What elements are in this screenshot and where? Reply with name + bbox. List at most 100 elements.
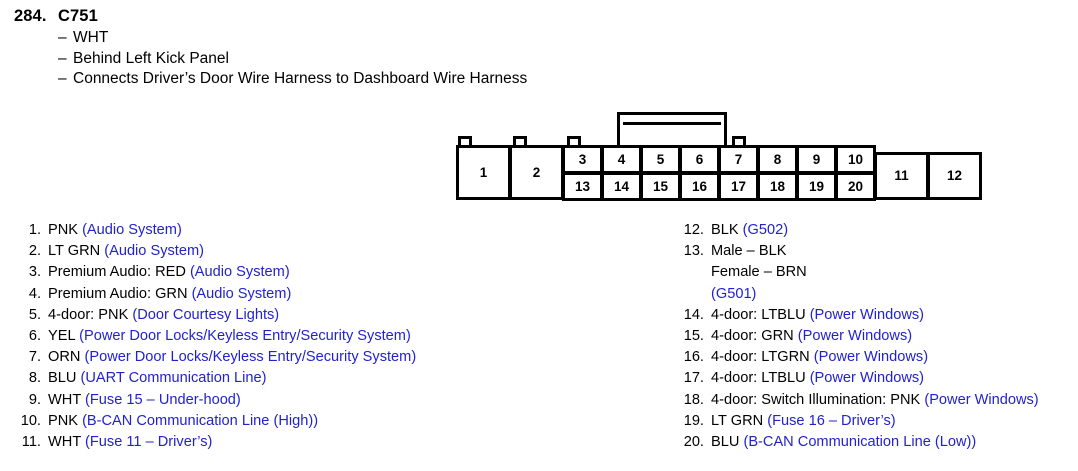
pin-number: 8.	[28, 370, 41, 387]
wire-color-code: 4-door: GRN	[711, 328, 798, 345]
pin-list-item: 8.BLU (UART Communication Line)	[16, 368, 656, 389]
connector-pin-9: 9	[796, 145, 837, 174]
connector-pin-7: 7	[718, 145, 759, 174]
connector-pin-20: 20	[835, 172, 876, 201]
circuit-reference: (Power Door Locks/Keyless Entry/Security…	[84, 349, 417, 366]
pin-number: 12.	[683, 222, 704, 238]
circuit-reference: (Power Door Locks/Keyless Entry/Security…	[79, 328, 411, 345]
description-line: –Connects Driver’s Door Wire Harness to …	[58, 69, 714, 90]
wire-color-code: Premium Audio: GRN	[48, 285, 192, 302]
connector-pin-15: 15	[640, 172, 681, 201]
connector-pin-12: 12	[927, 152, 982, 200]
pin-number: 10.	[20, 412, 41, 429]
wire-color-code: 4-door: LTGRN	[711, 349, 814, 366]
wire-color-code: WHT	[48, 391, 86, 408]
pin-list-item: 16. 4-door: LTGRN (Power Windows)	[679, 347, 1078, 368]
circuit-reference: (Audio System)	[104, 243, 204, 260]
circuit-reference: (Power Windows)	[813, 349, 929, 366]
wire-color-code: WHT	[48, 434, 86, 451]
connector-pin-8: 8	[757, 145, 798, 174]
pin-list-item: 2.LT GRN (Audio System)	[16, 241, 656, 262]
wire-color-code: BLK	[711, 222, 743, 238]
wire-color-code: 4-door: LTBLU	[711, 370, 810, 387]
pin-description: ORN (Power Door Locks/Keyless Entry/Secu…	[48, 347, 416, 368]
dash-bullet-icon: –	[58, 49, 67, 67]
pin-list-item: 20. BLU (B-CAN Communication Line (Low))	[679, 432, 1078, 453]
circuit-reference: (B-CAN Communication Line (Low))	[743, 434, 977, 451]
pin-description: 4-door: Switch Illumination: PNK (Power …	[711, 390, 1039, 411]
wire-color-code: PNK	[48, 412, 83, 429]
pin-description: LT GRN (Fuse 16 – Driver’s)	[711, 411, 896, 432]
pin-description: WHT (Fuse 15 – Under-hood)	[48, 390, 241, 411]
pin-list-left: 1. PNK (Audio System) 2.LT GRN (Audio Sys…	[16, 220, 656, 453]
pin-list-item: 4. Premium Audio: GRN (Audio System)	[16, 284, 656, 305]
wire-color-code: YEL	[48, 328, 80, 345]
pin-number: 20.	[683, 434, 704, 451]
pin-list-item: 12. BLK (G502)	[679, 220, 1078, 241]
circuit-reference: (B-CAN Communication Line (High))	[82, 412, 319, 429]
pin-list-item: 10. PNK (B-CAN Communication Line (High))	[16, 411, 656, 432]
dash-bullet-icon: –	[58, 70, 67, 87]
pin-description: WHT (Fuse 11 – Driver’s)	[48, 432, 212, 453]
connector-pinout-diagram: 1 2 3 4 5 6 7 8 9 10 13 14 15 16 17 18 1…	[445, 103, 982, 208]
pin-list-item: 14. 4-door: LTBLU (Power Windows)	[679, 305, 1078, 326]
pin-description: LT GRN (Audio System)	[48, 241, 204, 262]
wire-color-code: 4-door: PNK	[48, 306, 133, 323]
pin-description: YEL (Power Door Locks/Keyless Entry/Secu…	[48, 326, 411, 347]
wire-color-code: BLU	[711, 434, 744, 451]
circuit-reference: (Audio System)	[189, 264, 290, 281]
pin-number: 14.	[683, 306, 704, 323]
wire-color-code: ORN	[48, 349, 85, 366]
pin-list-item: 11.WHT (Fuse 11 – Driver’s)	[16, 432, 656, 453]
description-line: –WHT	[58, 28, 714, 49]
pin-description: PNK (Audio System)	[48, 220, 182, 241]
pin-list-item: 3.Premium Audio: RED (Audio System)	[16, 262, 656, 283]
page-header: 284.C751 –WHT –Behind Left Kick Panel –C…	[14, 6, 714, 90]
description-line: –Behind Left Kick Panel	[58, 49, 714, 70]
pin-list-item: 5.4-door: PNK (Door Courtesy Lights)	[16, 305, 656, 326]
circuit-reference: (Audio System)	[191, 285, 292, 302]
circuit-reference: (Audio System)	[82, 222, 182, 238]
dash-bullet-icon: –	[58, 29, 67, 46]
circuit-reference: (Fuse 11 – Driver’s)	[85, 434, 213, 451]
wire-color-code: BLU	[48, 370, 81, 387]
pin-number: 16.	[683, 349, 704, 366]
wire-color-code: 4-door: LTBLU	[711, 306, 810, 323]
connector-pin-11: 11	[874, 152, 929, 200]
pin-list-item: 1. PNK (Audio System)	[16, 220, 656, 241]
connector-pin-4: 4	[601, 145, 642, 174]
connector-index: 284.	[14, 7, 47, 25]
circuit-reference: (Power Windows)	[809, 370, 925, 387]
circuit-reference: (G502)	[742, 222, 789, 238]
connector-pin-18: 18	[757, 172, 798, 201]
connector-pin-14: 14	[601, 172, 642, 201]
circuit-reference: (Fuse 15 – Under-hood)	[85, 391, 241, 408]
connector-pin-6: 6	[679, 145, 720, 174]
wire-color-code: 4-door: Switch Illumination: PNK	[711, 391, 925, 408]
connector-pin-5: 5	[640, 145, 681, 174]
pin-number: 7.	[28, 349, 41, 366]
wire-color-code: Premium Audio: RED	[48, 264, 190, 281]
connector-pin-2: 2	[509, 145, 564, 200]
circuit-reference: (Power Windows)	[809, 306, 925, 323]
pin-description: 4-door: LTBLU (Power Windows)	[711, 368, 924, 389]
connector-pin-1: 1	[456, 145, 511, 200]
connector-pin-16: 16	[679, 172, 720, 201]
wire-color-code: LT GRN	[48, 243, 105, 260]
pin-description: Premium Audio: RED (Audio System)	[48, 262, 290, 283]
connector-description: –WHT –Behind Left Kick Panel –Connects D…	[58, 28, 714, 90]
pin-list-item: 9.WHT (Fuse 15 – Under-hood)	[16, 390, 656, 411]
wire-color-code-secondary: Female – BRN	[711, 264, 807, 281]
pin-description: 4-door: PNK (Door Courtesy Lights)	[48, 305, 279, 326]
connector-latch-tab	[617, 112, 727, 148]
description-text: Behind Left Kick Panel	[73, 49, 229, 67]
pin-number: 1.	[28, 222, 41, 238]
pin-number: 4.	[28, 285, 41, 302]
pin-description: BLK (G502)	[711, 220, 788, 241]
wire-color-code: LT GRN	[711, 412, 768, 429]
connector-id: C751	[58, 7, 98, 25]
description-text: Connects Driver’s Door Wire Harness to D…	[73, 70, 528, 87]
